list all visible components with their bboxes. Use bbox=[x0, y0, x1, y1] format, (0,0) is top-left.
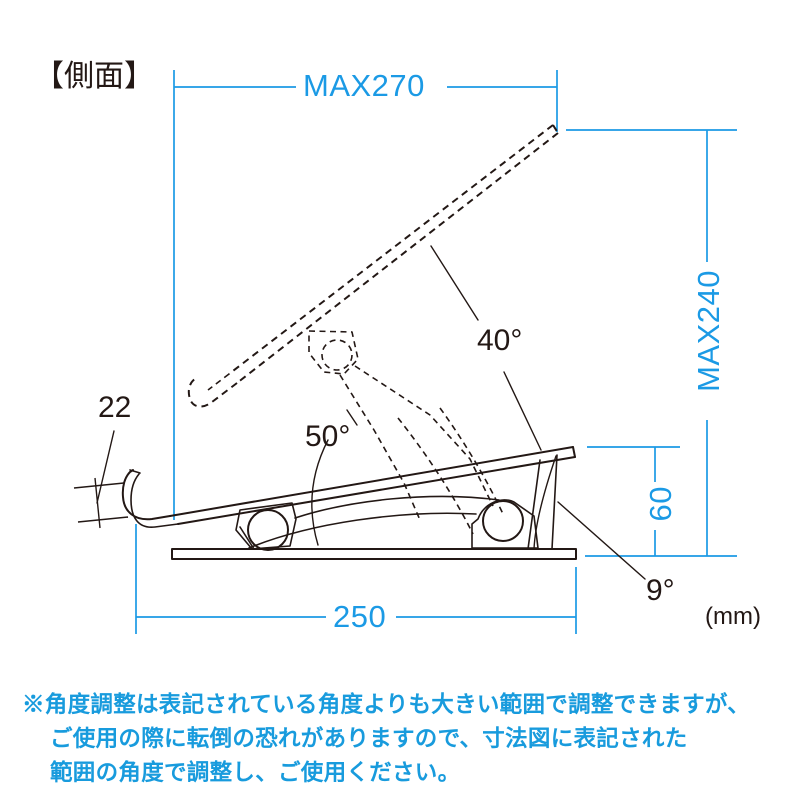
lip-height-dimension-group bbox=[73, 430, 129, 529]
lowered-position-group bbox=[121, 446, 577, 560]
left-foot-wedge bbox=[239, 526, 255, 550]
curved-support-lower bbox=[248, 512, 477, 549]
angle-label-lowered: 50° bbox=[305, 420, 351, 453]
footnote-line-3: 範囲の角度で調整し、ご使用ください。 bbox=[50, 760, 461, 785]
footnote-line-2: ご使用の際に転倒の恐れがありますので、寸法図に表記された bbox=[50, 726, 688, 751]
panel-bottom-edge bbox=[177, 456, 576, 525]
raised-pivot-bracket bbox=[308, 330, 359, 375]
panel-hook-outer bbox=[121, 469, 171, 521]
left-pivot-circle bbox=[247, 509, 289, 551]
raised-position-group bbox=[187, 124, 559, 535]
raised-support-arm-upper bbox=[354, 365, 494, 507]
raised-support-arm-lower bbox=[339, 374, 421, 521]
angle-40-arc bbox=[533, 455, 557, 550]
curved-support-upper bbox=[294, 495, 500, 519]
raised-panel-hook bbox=[187, 376, 238, 408]
units-label: (mm) bbox=[705, 603, 761, 630]
angle-annotations-group bbox=[311, 245, 646, 580]
footnote-line-1: ※角度調整は表記されている角度よりも大きい範囲で調整できますが、 bbox=[22, 692, 751, 717]
right-pivot-bracket bbox=[471, 499, 539, 549]
raised-panel-top-edge bbox=[228, 124, 554, 375]
dimension-label-max-height: MAX240 bbox=[691, 270, 726, 392]
raised-panel-bottom-edge bbox=[236, 132, 559, 384]
dimension-label-base-depth: 250 bbox=[333, 599, 387, 634]
angle-40-leader-upper bbox=[430, 245, 479, 321]
panel-hook-inner bbox=[130, 473, 179, 528]
angle-9-leader bbox=[557, 501, 646, 580]
angle-label-raised: 40° bbox=[477, 324, 523, 357]
page-title: 【側面】 bbox=[34, 60, 154, 93]
panel-top-edge bbox=[169, 446, 574, 517]
raised-swing-arc-2 bbox=[439, 407, 505, 517]
dim-22-upper-tick bbox=[73, 482, 125, 489]
left-pivot-bracket bbox=[235, 502, 297, 550]
dim-22-leader bbox=[96, 430, 115, 504]
dimension-label-front-height: 60 bbox=[643, 486, 678, 522]
raised-panel-tip bbox=[552, 124, 559, 134]
angle-40-leader-lower bbox=[503, 371, 542, 451]
dimension-label-max-width: MAX270 bbox=[303, 68, 425, 103]
right-pivot-circle bbox=[482, 500, 524, 542]
angle-50-arc bbox=[311, 439, 329, 546]
dimension-lines-group bbox=[135, 70, 737, 634]
footnote: ※角度調整は表記されている角度よりも大きい範囲で調整できますが、 ご使用の際に転… bbox=[22, 688, 792, 790]
panel-right-tip bbox=[572, 446, 576, 458]
raised-pivot-circle bbox=[321, 339, 353, 371]
dimension-label-lip-height: 22 bbox=[98, 391, 132, 424]
panel-hook-cap bbox=[129, 469, 141, 474]
base-plate bbox=[171, 548, 577, 560]
raised-panel-hook-inner bbox=[207, 373, 230, 391]
raised-swing-arc bbox=[397, 417, 474, 535]
angle-50-leader bbox=[346, 409, 358, 426]
dim-22-lower-tick bbox=[77, 516, 129, 523]
rear-leg-left-edge bbox=[527, 459, 541, 550]
angle-label-base: 9° bbox=[646, 574, 675, 607]
rear-leg-right-edge bbox=[551, 454, 558, 550]
